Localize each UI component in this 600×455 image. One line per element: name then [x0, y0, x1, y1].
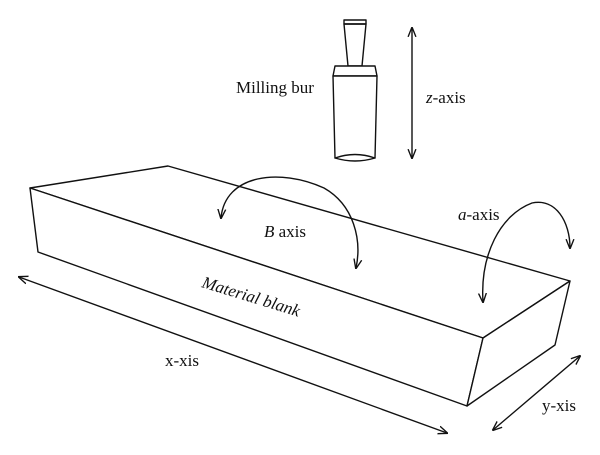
b-axis-label: B axis [264, 222, 306, 241]
material-blank-block [29, 165, 571, 407]
x-axis-label: x-xis [165, 351, 199, 370]
z-axis-label: z-axis [425, 88, 466, 107]
bur-body-bottom [334, 153, 376, 159]
bur-shank-top [343, 19, 367, 25]
y-axis-arrow [493, 356, 580, 430]
bur-collar [332, 65, 378, 77]
milling-bur-tool [332, 19, 378, 162]
a-axis-rotation-arrow [483, 201, 570, 302]
y-axis-label: y-xis [542, 396, 576, 415]
x-axis-arrow [19, 277, 447, 433]
bur-body [332, 75, 378, 162]
bur-shank [343, 23, 367, 67]
a-axis-label: a-axis [458, 205, 500, 224]
b-axis-rotation-arrow [221, 176, 358, 268]
milling-bur-label: Milling bur [236, 78, 314, 97]
